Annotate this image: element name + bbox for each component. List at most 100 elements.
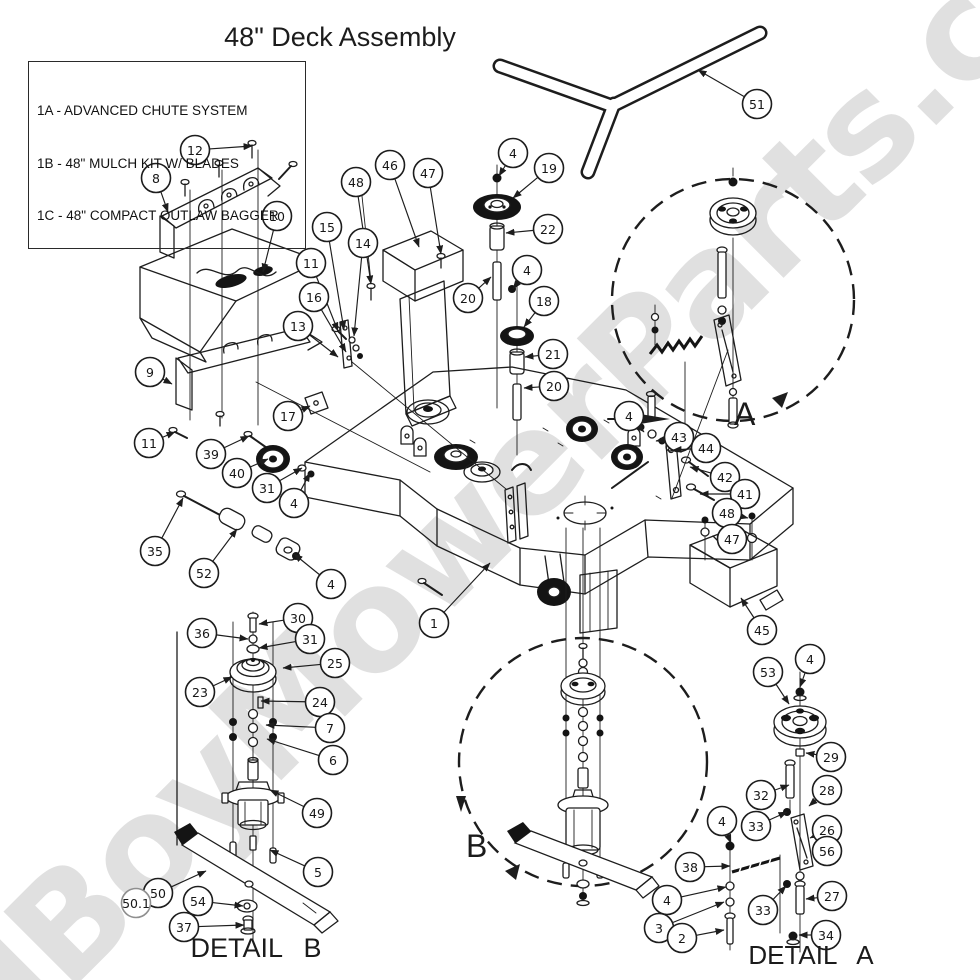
callout-47[interactable]: 47: [412, 157, 444, 255]
callout-leader: [724, 833, 732, 844]
callout-22[interactable]: 22: [505, 213, 564, 245]
idler-pulley-stack-1: [473, 164, 521, 409]
callout-41[interactable]: 41: [699, 478, 761, 510]
callout-45[interactable]: 45: [740, 597, 778, 646]
callout-4[interactable]: 4: [706, 805, 738, 844]
callout-44[interactable]: 44: [672, 432, 722, 464]
callout-leader: [279, 467, 303, 482]
callout-25[interactable]: 25: [282, 647, 351, 679]
callout-51[interactable]: 51: [697, 69, 773, 120]
callout-16[interactable]: 16: [298, 281, 347, 353]
callout-20[interactable]: 20: [523, 370, 570, 402]
callout-leader: [320, 309, 347, 353]
callout-14[interactable]: 14: [347, 227, 379, 337]
callout-circle: [418, 607, 450, 639]
callout-4[interactable]: 4: [794, 643, 826, 688]
callout-circle: [690, 432, 722, 464]
callout-number: 33: [755, 903, 771, 918]
callout-circle: [651, 884, 683, 916]
callout-10[interactable]: 10: [261, 200, 293, 273]
callout-17[interactable]: 17: [272, 400, 311, 432]
callout-leader: [429, 187, 444, 255]
callout-28[interactable]: 28: [808, 774, 843, 807]
callout-leader: [266, 738, 320, 757]
callout-12[interactable]: 12: [179, 134, 253, 166]
callout-4[interactable]: 4: [293, 553, 347, 600]
callout-4[interactable]: 4: [651, 884, 727, 916]
callout-number: 34: [818, 928, 834, 943]
callout-56[interactable]: 56: [811, 835, 843, 867]
callout-circle: [706, 805, 738, 837]
callout-6[interactable]: 6: [266, 738, 349, 776]
callout-50.1[interactable]: 50.1: [120, 887, 152, 919]
callout-leader: [772, 885, 787, 900]
callout-circle: [182, 885, 214, 917]
callout-number: 30: [290, 611, 306, 626]
callout-number: 28: [819, 783, 835, 798]
callout-number: 4: [625, 409, 633, 424]
callout-42[interactable]: 42: [689, 461, 741, 493]
callout-19[interactable]: 19: [512, 152, 565, 199]
detail-b-arrow: [456, 796, 466, 812]
callout-39[interactable]: 39: [195, 435, 250, 470]
callout-number: 33: [748, 819, 764, 834]
callout-leader: [704, 862, 731, 870]
callout-49[interactable]: 49: [269, 789, 333, 829]
callout-36[interactable]: 36: [186, 617, 249, 649]
callout-circle: [716, 523, 748, 555]
callout-46[interactable]: 46: [374, 149, 420, 248]
callout-33[interactable]: 33: [740, 810, 788, 842]
callout-number: 10: [269, 209, 285, 224]
caster-wheel: [537, 553, 571, 606]
callout-8[interactable]: 8: [140, 162, 172, 213]
callout-38[interactable]: 38: [674, 851, 731, 883]
callout-53[interactable]: 53: [752, 656, 790, 705]
callout-31[interactable]: 31: [258, 623, 326, 655]
detail-a-arrow-2: [772, 392, 788, 408]
callout-48[interactable]: 48: [340, 166, 374, 285]
callout-circle: [319, 647, 351, 679]
callout-35[interactable]: 35: [139, 497, 184, 567]
callout-37[interactable]: 37: [168, 911, 245, 943]
callout-33[interactable]: 33: [747, 885, 787, 926]
callout-4[interactable]: 4: [497, 137, 529, 177]
callout-23[interactable]: 23: [184, 676, 233, 708]
callout-number: 38: [682, 860, 698, 875]
callout-leader: [512, 176, 539, 199]
callout-4[interactable]: 4: [613, 400, 645, 433]
callout-21[interactable]: 21: [524, 338, 569, 370]
callout-26[interactable]: 26: [809, 814, 843, 846]
detail-b-arrow-2: [505, 864, 520, 880]
callout-43[interactable]: 43: [655, 421, 695, 453]
callout-34[interactable]: 34: [798, 919, 842, 951]
callout-32[interactable]: 32: [745, 779, 790, 811]
callout-15[interactable]: 15: [311, 211, 347, 331]
callout-11[interactable]: 11: [133, 427, 176, 459]
callout-number: 43: [671, 430, 687, 445]
callout-number: 46: [382, 158, 398, 173]
callout-18[interactable]: 18: [523, 285, 560, 328]
callout-13[interactable]: 13: [282, 310, 339, 358]
callout-4[interactable]: 4: [278, 472, 311, 519]
callout-24[interactable]: 24: [260, 686, 336, 718]
callout-9[interactable]: 9: [134, 356, 173, 388]
callout-47[interactable]: 47: [716, 523, 749, 555]
callout-2[interactable]: 2: [666, 922, 725, 954]
callout-3[interactable]: 3: [643, 901, 725, 944]
callout-52[interactable]: 52: [188, 528, 238, 589]
callout-29[interactable]: 29: [805, 741, 847, 773]
callout-27[interactable]: 27: [805, 880, 848, 912]
callout-31[interactable]: 31: [251, 467, 303, 504]
callout-number: 22: [540, 222, 556, 237]
callout-leader: [258, 640, 296, 650]
callout-5[interactable]: 5: [269, 849, 334, 888]
callout-40[interactable]: 40: [221, 457, 269, 489]
callout-4[interactable]: 4: [511, 254, 543, 290]
callout-1[interactable]: 1: [418, 562, 491, 639]
callout-circle: [533, 152, 565, 184]
callout-54[interactable]: 54: [182, 885, 244, 917]
callout-7[interactable]: 7: [265, 712, 346, 744]
callout-leader: [300, 472, 311, 491]
callout-20[interactable]: 20: [452, 276, 492, 314]
